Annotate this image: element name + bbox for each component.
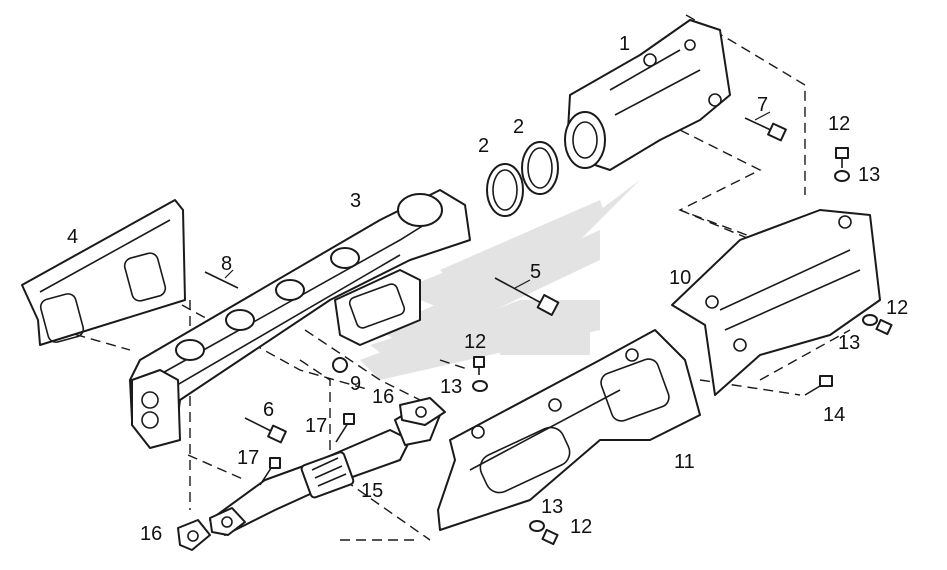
part-1-turbocharger [564,19,731,171]
callout-13d: 13 [541,496,563,518]
bolt-12-center [472,356,488,392]
bolt-12-right [862,314,893,336]
part-16-flange-gasket [177,397,446,551]
part-4-gasket [21,199,186,346]
callout-12c: 12 [886,297,908,319]
callout-2b: 2 [513,116,524,138]
callout-9: 9 [350,373,361,395]
callout-14: 14 [823,404,845,426]
nut-9 [332,357,348,373]
fasteners [204,117,893,546]
bolt-5 [494,277,560,316]
callout-17b: 17 [237,447,259,469]
callout-13b: 13 [440,376,462,398]
callout-6: 6 [263,399,274,421]
bolt-17b [259,457,281,486]
leader-lines [224,111,771,289]
callout-1: 1 [619,33,630,55]
bolt-12-upper [834,147,850,182]
callout-4: 4 [67,226,78,248]
callout-8: 8 [221,253,232,275]
callout-13a: 13 [858,164,880,186]
callout-16a: 16 [372,386,394,408]
callout-12a: 12 [828,113,850,135]
bolt-14 [804,375,833,396]
callout-labels: 1 2 2 3 4 5 6 7 8 9 10 11 12 12 12 12 13… [67,33,908,545]
callout-13c: 13 [838,332,860,354]
callout-7: 7 [757,94,768,116]
bolt-7 [744,117,787,142]
part-11-heat-shield [437,329,701,531]
callout-12d: 12 [570,516,592,538]
callout-16b: 16 [140,523,162,545]
stud-8 [204,271,239,289]
callout-3: 3 [350,190,361,212]
part-3-exhaust-manifold [129,189,471,449]
callout-11: 11 [674,451,695,473]
callout-15: 15 [361,480,383,502]
part-2-seal-rings [486,141,559,217]
bolt-12-bottom [529,520,559,546]
callout-2a: 2 [478,135,489,157]
bolt-6 [244,417,287,444]
callout-5: 5 [530,261,541,283]
bolt-17a [335,413,355,443]
watermark-logo [360,180,640,380]
callout-10: 10 [669,267,691,289]
part-10-heat-shield [671,209,881,396]
part-15-exhaust-pipe [209,404,441,536]
callout-17a: 17 [305,415,327,437]
callout-12b: 12 [464,331,486,353]
